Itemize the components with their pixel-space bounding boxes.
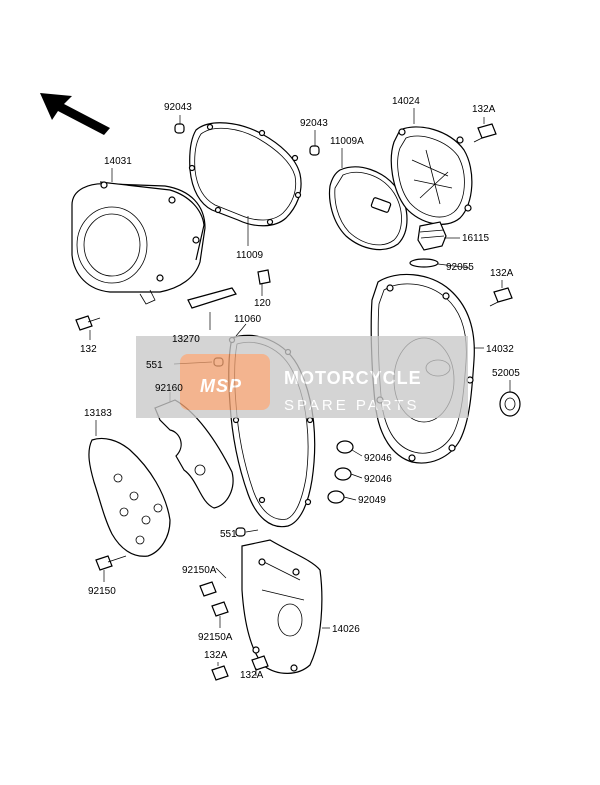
part-120-bolt <box>257 269 271 285</box>
watermark-logo-text: MSP <box>200 376 242 396</box>
watermark: MSP MOTORCYCLE SPARE PARTS <box>136 336 468 418</box>
part-132a-bolt-b1 <box>211 665 229 681</box>
part-16115-cap <box>417 221 447 251</box>
label-92046b: 92046 <box>364 474 392 485</box>
label-14031: 14031 <box>104 156 132 167</box>
watermark-line1: MOTORCYCLE <box>284 368 422 388</box>
label-92160: 92160 <box>155 383 183 394</box>
watermark-line2: SPARE PARTS <box>284 397 420 414</box>
part-13183-plate <box>88 437 171 557</box>
part-11009-gasket <box>188 122 302 227</box>
part-92046-bushing-b <box>334 467 352 481</box>
part-92160-plate <box>154 399 234 509</box>
part-132a-bolt-b2 <box>251 655 269 671</box>
label-132a-right: 132A <box>490 268 514 279</box>
label-92046a: 92046 <box>364 453 392 464</box>
label-132a-b1: 132A <box>204 650 228 661</box>
label-13270: 13270 <box>172 334 200 345</box>
part-14026-cover <box>241 539 323 674</box>
part-92150a-bolt-2 <box>211 601 229 617</box>
label-92043a: 92043 <box>164 102 192 113</box>
label-132a-top: 132A <box>472 104 496 115</box>
label-92150a-2: 92150A <box>198 632 233 643</box>
label-92150: 92150 <box>88 586 116 597</box>
part-92046-bushing-a <box>336 440 354 454</box>
label-92043b: 92043 <box>300 118 328 129</box>
label-14024: 14024 <box>392 96 420 107</box>
part-14031-cover <box>71 181 206 305</box>
part-132a-bolt-right <box>489 287 513 307</box>
part-92043-dowel-a <box>174 123 185 134</box>
part-92043-dowel-b <box>309 145 320 156</box>
part-14024-cover <box>390 126 473 225</box>
label-14032: 14032 <box>486 344 514 355</box>
part-132-bolt <box>75 315 101 331</box>
label-92055: 92055 <box>446 262 474 273</box>
part-52005-seal <box>499 391 521 417</box>
label-132a-b2: 132A <box>240 670 264 681</box>
label-92150a-1: 92150A <box>182 565 217 576</box>
part-92049-bushing <box>327 490 345 504</box>
label-551a: 551 <box>146 360 163 371</box>
part-labels: 92043 92043 14024 132A 14031 11009A 1611… <box>80 96 520 681</box>
msp-logo: MSP <box>180 354 270 410</box>
label-13183: 13183 <box>84 408 112 419</box>
part-92055-oring <box>409 258 439 268</box>
part-11009a-gasket <box>328 166 408 251</box>
part-13270-plate <box>187 287 237 309</box>
label-11009a: 11009A <box>330 136 364 147</box>
label-120: 120 <box>254 298 271 309</box>
part-92150a-bolt-1 <box>199 581 217 597</box>
part-551-dowel-b <box>235 527 246 537</box>
label-551b: 551 <box>220 529 237 540</box>
label-11009: 11009 <box>236 250 264 261</box>
label-52005: 52005 <box>492 368 520 379</box>
part-132a-bolt-top <box>473 123 497 143</box>
part-92150-bolt <box>95 555 127 571</box>
label-132: 132 <box>80 344 97 355</box>
label-11060: 11060 <box>234 314 262 325</box>
label-14026: 14026 <box>332 624 360 635</box>
front-direction-arrow-icon <box>40 93 110 135</box>
label-92049: 92049 <box>358 495 386 506</box>
label-16115: 16115 <box>462 233 490 244</box>
